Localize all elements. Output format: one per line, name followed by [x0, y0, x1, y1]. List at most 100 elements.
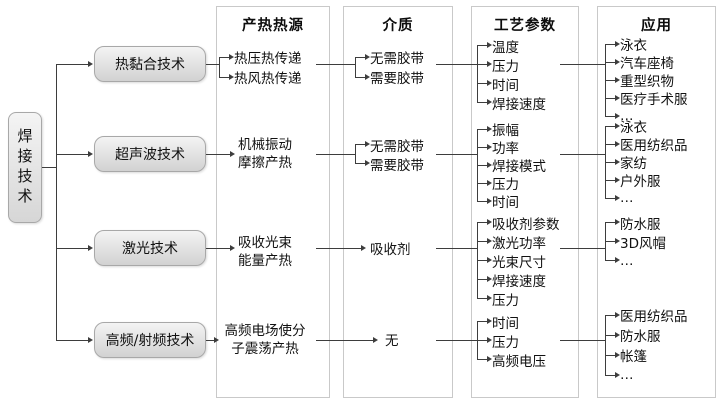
item-label: 防水服	[620, 216, 661, 233]
column-medium: 介质	[343, 6, 453, 398]
root-node-welding-technology: 焊接技术	[8, 112, 42, 223]
bracket-spine	[355, 144, 356, 164]
arrow-right-icon	[355, 53, 370, 60]
text-line: 子震荡产热	[231, 341, 299, 357]
cell-r1-heat-source: 热压热传递热风热传递	[219, 47, 302, 87]
list-item: 焊接模式	[477, 156, 546, 175]
item-label: 时间	[492, 315, 519, 332]
connector-line	[436, 64, 478, 65]
text-line: 无	[385, 333, 399, 349]
text-line: 吸收光束	[238, 235, 292, 251]
list-item: 功率	[477, 138, 546, 157]
bracket-spine	[355, 57, 356, 77]
item-label: …	[620, 367, 634, 383]
item-label: 压力	[492, 58, 519, 75]
item-label: 无需胶带	[370, 138, 424, 155]
connector-arrow	[206, 151, 235, 157]
list-item: 需要胶带	[355, 67, 424, 87]
list-item: 时间	[477, 312, 546, 332]
item-label: 焊接速度	[492, 96, 546, 113]
arrow-right-icon	[477, 80, 492, 86]
list-item: 户外服	[605, 171, 688, 190]
list-item: 泳衣	[605, 117, 688, 136]
cell-r2-parameters: 振幅功率焊接模式压力时间	[477, 120, 546, 211]
arrow-right-icon	[477, 318, 492, 324]
item-label: 医用纺织品	[620, 309, 688, 325]
arrow-right-icon	[605, 122, 620, 129]
cell-r2-applications: 泳衣医用纺织品家纺户外服…	[605, 117, 688, 207]
item-label: 需要胶带	[370, 157, 424, 174]
item-label: …	[620, 108, 634, 124]
branch-node-high-frequency: 高频/射频技术	[94, 322, 206, 358]
arrow-right-icon	[477, 42, 492, 48]
bracket-spine	[605, 315, 606, 375]
connector-line	[436, 340, 478, 341]
connector-line	[316, 64, 356, 65]
connector-arrow	[206, 245, 235, 251]
list-item: 激光功率	[477, 232, 560, 252]
list-item: 压力	[477, 289, 560, 309]
branch-node-ultrasonic: 超声波技术	[94, 136, 206, 172]
connector-line	[560, 340, 606, 341]
arrow-right-icon	[477, 356, 492, 362]
arrow-right-icon	[355, 73, 370, 80]
item-label: 光束尺寸	[492, 254, 546, 271]
list-item: 帐篷	[605, 345, 688, 365]
text-line: 机械振动	[238, 137, 292, 153]
list-item: 家纺	[605, 153, 688, 172]
arrow-right-icon	[605, 257, 620, 263]
arrow-right-icon	[605, 331, 620, 338]
connector-line	[206, 64, 220, 65]
item-label: 功率	[492, 141, 519, 157]
list-item: 无需胶带	[355, 47, 424, 67]
arrow-right-icon	[219, 73, 234, 80]
item-label: 时间	[492, 195, 519, 211]
list-item: 焊接速度	[477, 270, 560, 290]
connector-line	[56, 64, 57, 341]
item-label: 焊接速度	[492, 273, 546, 290]
arrow-right-icon	[605, 94, 620, 101]
bracket-spine	[219, 57, 220, 77]
list-item: 泳衣	[605, 35, 688, 54]
item-label: 户外服	[620, 174, 661, 190]
arrow-right-icon	[355, 160, 370, 166]
list-item: 焊接速度	[477, 93, 546, 113]
column-header-heat-source: 产热热源	[242, 18, 304, 34]
item-label: 振幅	[492, 123, 519, 139]
list-item: 时间	[477, 192, 546, 211]
cell-r4-parameters: 时间压力高频电压	[477, 312, 546, 370]
arrow-right-icon	[605, 371, 620, 378]
list-item: 压力	[477, 174, 546, 193]
item-label: 激光功率	[492, 235, 546, 252]
arrow-right-icon	[477, 238, 492, 244]
arrow-right-icon	[477, 337, 492, 343]
arrow-right-icon	[219, 53, 234, 60]
arrow-right-icon	[477, 125, 492, 132]
column-header-parameters: 工艺参数	[494, 18, 556, 34]
column-header-medium: 介质	[382, 18, 414, 34]
arrow-right-icon	[355, 141, 370, 147]
arrow-right-icon	[605, 238, 620, 244]
list-item: 时间	[477, 74, 546, 94]
arrow-right-icon	[605, 351, 620, 358]
item-label: 泳衣	[620, 120, 647, 136]
arrow-right-icon	[605, 58, 620, 65]
connector-line	[560, 154, 606, 155]
list-item: 高频电压	[477, 350, 546, 370]
branch-node-thermal-bonding: 热黏合技术	[94, 46, 206, 82]
cell-r2-medium: 无需胶带需要胶带	[355, 135, 424, 174]
arrow-right-icon	[605, 40, 620, 47]
item-label: 高频电压	[492, 353, 546, 370]
list-item: 防水服	[605, 213, 666, 233]
cell-r4-medium: 无	[385, 332, 399, 350]
arrow-right-icon	[477, 276, 492, 282]
list-item: 热风热传递	[219, 67, 302, 87]
cell-r1-medium: 无需胶带需要胶带	[355, 47, 424, 87]
list-item: …	[605, 189, 688, 207]
item-label: 汽车座椅	[620, 56, 674, 72]
cell-r4-heat-source: 高频电场使分子震荡产热	[219, 322, 311, 358]
connector-arrow	[206, 337, 219, 343]
column-header-applications: 应用	[641, 18, 672, 34]
